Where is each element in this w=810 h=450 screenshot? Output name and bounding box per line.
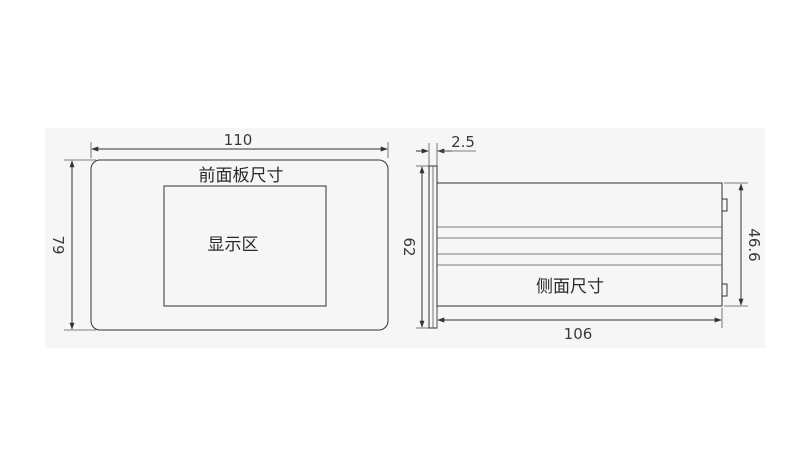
- front-height-label: 79: [49, 235, 67, 254]
- rear-connector-bottom: [721, 283, 728, 297]
- front-panel-outline: [90, 159, 389, 331]
- side-view: 2.5 62 侧面尺寸 46.6 106: [400, 133, 763, 343]
- side-height-label: 62: [400, 237, 418, 256]
- depth-label: 106: [564, 325, 593, 343]
- front-view: 110 79 前面板尺寸 显示区: [49, 131, 389, 331]
- display-area: [163, 185, 327, 307]
- side-body: [436, 182, 723, 307]
- front-width-label: 110: [224, 131, 253, 149]
- display-area-label: 显示区: [208, 235, 259, 255]
- body-height-label: 46.6: [745, 228, 763, 261]
- side-label: 侧面尺寸: [536, 277, 604, 297]
- rear-connector-top: [721, 198, 728, 212]
- front-panel-label: 前面板尺寸: [199, 166, 284, 186]
- thickness-label: 2.5: [451, 133, 475, 151]
